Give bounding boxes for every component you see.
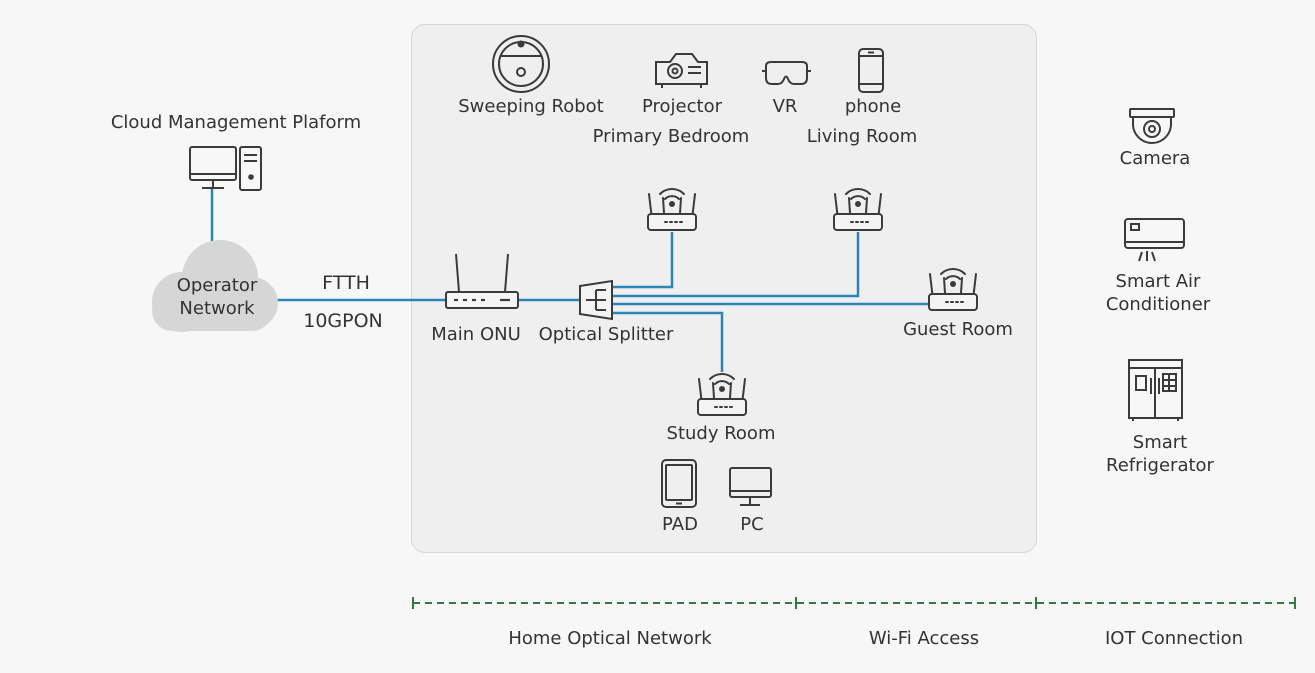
ftth-label: FTTH (322, 272, 370, 294)
smart-fridge-label: Smart Refrigerator (1106, 432, 1214, 476)
camera-label: Camera (1119, 148, 1191, 169)
phone-label: phone (844, 96, 902, 117)
link-primary-bedroom (612, 232, 674, 289)
phone-icon (858, 48, 884, 93)
main-onu-label: Main ONU (431, 324, 521, 345)
camera-icon (1129, 108, 1175, 144)
pc-label: PC (740, 514, 764, 535)
projector-icon (655, 53, 708, 88)
connection-lines (210, 188, 930, 372)
wifi-router-icon (833, 188, 883, 231)
monitor-icon (729, 467, 772, 506)
wifi-router-icon (697, 373, 747, 416)
cloud-platform-label: Cloud Management Plaform (110, 112, 362, 133)
section-home-optical-network: Home Optical Network (508, 628, 712, 649)
splitter-icon (579, 279, 613, 321)
wifi-router-icon (928, 268, 978, 311)
wifi-router-icon (647, 188, 697, 231)
section-iot-connection: IOT Connection (1104, 628, 1244, 649)
primary-bedroom-label: Primary Bedroom (592, 126, 750, 147)
cloud-icon (152, 240, 278, 332)
section-ruler (412, 597, 1296, 609)
robot-vacuum-icon (492, 35, 550, 93)
refrigerator-icon (1128, 359, 1183, 421)
sweeping-robot-label: Sweeping Robot (458, 96, 604, 117)
onu-router-icon (445, 253, 519, 309)
gpon-label: 10GPON (303, 310, 383, 332)
pad-label: PAD (662, 514, 698, 535)
air-conditioner-icon (1124, 218, 1185, 262)
living-room-label: Living Room (806, 126, 918, 147)
guest-room-label: Guest Room (903, 319, 1013, 340)
vr-headset-icon (762, 61, 811, 85)
link-living-room (612, 232, 860, 298)
smart-ac-label: Smart Air Conditioner (1105, 271, 1211, 315)
study-room-label: Study Room (666, 423, 776, 444)
computer-icon (189, 146, 262, 191)
link-study-room (612, 311, 724, 372)
projector-label: Projector (642, 96, 722, 117)
tablet-icon (661, 459, 697, 508)
optical-splitter-label: Optical Splitter (538, 324, 674, 345)
vr-label: VR (772, 96, 798, 117)
operator-network-label: Operator Network (176, 275, 258, 319)
section-wifi-access: Wi-Fi Access (868, 628, 980, 649)
